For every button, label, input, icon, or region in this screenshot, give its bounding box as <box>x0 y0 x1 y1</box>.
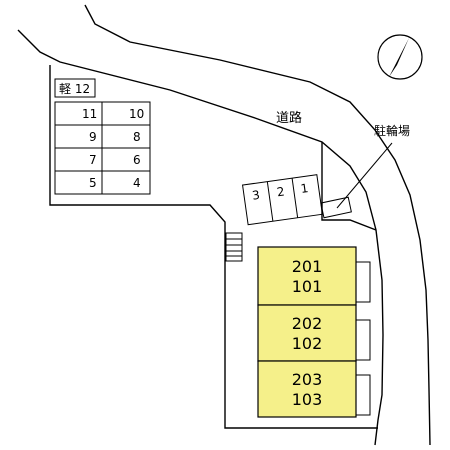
bicycle-parking-label: 駐輪場 <box>374 123 410 138</box>
parking-space-4: 4 <box>133 176 141 190</box>
road-edge-south <box>17 29 384 446</box>
parking-space-5: 5 <box>89 176 97 190</box>
north-arrow-icon <box>377 34 423 80</box>
parking-space-11: 11 <box>82 107 97 121</box>
small-space-1: 1 <box>300 181 310 196</box>
parking-space-10: 10 <box>129 107 144 121</box>
balcony-1 <box>354 261 371 303</box>
unit-block-2 <box>257 304 357 362</box>
road-edge-north <box>84 4 431 446</box>
unit-101: 101 <box>292 277 323 296</box>
balcony-3 <box>354 374 371 416</box>
site-boundary <box>49 65 378 429</box>
parking-spaces-grid <box>54 101 151 195</box>
light-vehicle-label: 軽 12 <box>59 82 90 96</box>
parking-space-8: 8 <box>133 130 141 144</box>
balcony-2 <box>354 319 371 361</box>
small-space-3: 3 <box>251 188 261 203</box>
unit-block-1 <box>257 246 357 306</box>
light-vehicle-space <box>54 78 96 98</box>
unit-102: 102 <box>292 334 323 353</box>
road <box>17 4 431 446</box>
unit-201: 201 <box>292 257 323 276</box>
unit-203: 203 <box>292 370 323 389</box>
parking-space-7: 7 <box>89 153 97 167</box>
bicycle-parking-leader <box>336 142 393 209</box>
building: 201 101 202 102 203 103 <box>257 246 371 418</box>
stairs-icon <box>225 232 243 262</box>
parking-space-6: 6 <box>133 153 141 167</box>
bicycle-parking-area <box>320 196 352 219</box>
bicycle-parking: 駐輪場 <box>320 123 410 219</box>
unit-103: 103 <box>292 390 323 409</box>
small-parking-spaces: 3 2 1 <box>241 174 323 226</box>
small-space-2: 2 <box>276 184 286 199</box>
road-label: 道路 <box>276 110 302 126</box>
unit-block-3 <box>257 360 357 418</box>
unit-202: 202 <box>292 314 323 333</box>
parking-space-9: 9 <box>89 130 97 144</box>
parking-lot: 軽 12 11 10 9 8 7 6 5 4 <box>54 78 151 195</box>
